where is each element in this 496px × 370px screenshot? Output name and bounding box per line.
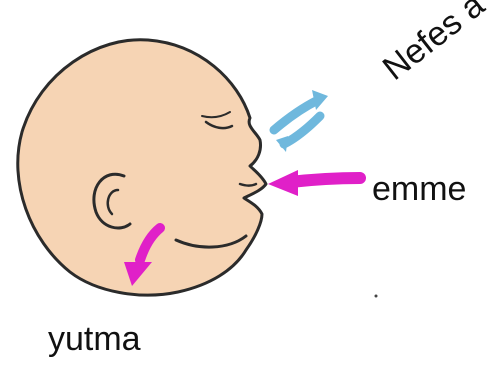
sucking-label: emme	[372, 172, 466, 206]
sucking-arrow-head	[268, 170, 298, 196]
breathing-arrows	[274, 90, 328, 152]
sucking-arrow	[268, 170, 360, 196]
stray-dot	[375, 295, 378, 298]
swallowing-label: yutma	[48, 322, 141, 356]
sucking-arrow-shaft	[290, 178, 360, 182]
breath-arrow-out-head	[312, 90, 328, 110]
breath-arrow-in-head	[276, 136, 288, 152]
